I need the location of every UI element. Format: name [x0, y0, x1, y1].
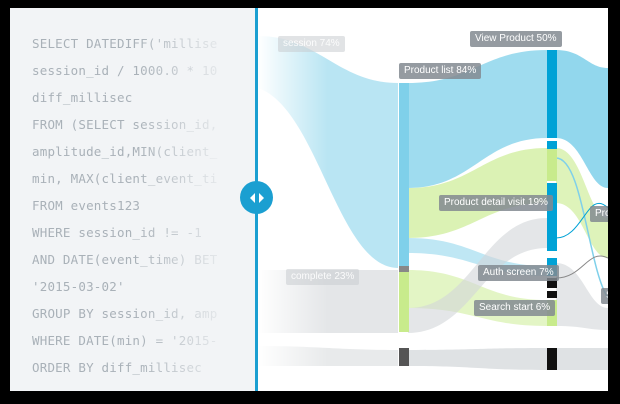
- flow-session-to-product-list: [258, 36, 398, 268]
- code-line: GROUP BY session_id, amp: [32, 306, 218, 321]
- node-label-search-start: Search start 6%: [474, 300, 556, 316]
- flow-product-list-to-product-detail: [408, 148, 547, 238]
- node-label-product-list: Product list 84%: [399, 63, 482, 79]
- sankey-diagram: [258, 36, 608, 370]
- flow-thin-line: [555, 202, 608, 239]
- code-line: session_id / 1000.0 * 10: [32, 63, 218, 78]
- node-bar-detail-blue: [547, 183, 557, 251]
- code-line: FROM (SELECT session_id,: [32, 117, 218, 132]
- sankey-pane: session 74% Product list 84% View Produc…: [258, 8, 608, 391]
- code-line: WHERE DATE(min) = '2015-: [32, 333, 218, 348]
- flow-lower-right: [556, 263, 608, 330]
- flow-bottom-to-bottom: [408, 348, 547, 370]
- left-right-arrows-icon: [249, 192, 264, 203]
- code-line: FROM events123: [32, 198, 141, 213]
- comparison-slider-handle[interactable]: [240, 181, 273, 214]
- node-bar-bottom-black: [547, 348, 557, 370]
- code-line: AND DATE(event_time) BET: [32, 252, 218, 267]
- code-line: diff_millisec: [32, 90, 133, 105]
- code-line: WHERE session_id != -1: [32, 225, 202, 240]
- node-label-auth-screen: Auth screen 7%: [478, 265, 559, 281]
- code-line: '2015-03-02': [32, 279, 125, 294]
- node-label-complete: complete 23%: [286, 269, 360, 285]
- node-label-s-partial: S: [601, 288, 608, 304]
- flow-view-product-right: [556, 50, 608, 188]
- flow-product-list-to-view-product: [408, 50, 547, 188]
- node-bar-auth-dark: [547, 278, 557, 288]
- code-line: SELECT DATEDIFF('millise: [32, 36, 218, 51]
- code-line: min, MAX(client_event_ti: [32, 171, 218, 186]
- node-bar-detail-green: [547, 149, 557, 181]
- flow-bottom-gray: [258, 346, 398, 366]
- node-bar-product-list: [399, 83, 409, 268]
- code-line: ORDER BY diff_millisec: [32, 360, 202, 375]
- node-label-session: session 74%: [278, 36, 345, 52]
- flow-thin-line: [555, 157, 608, 299]
- node-label-product-detail-visit: Product detail visit 19%: [439, 195, 553, 211]
- node-label-view-product: View Product 50%: [470, 31, 562, 47]
- node-bar-view-product: [547, 50, 557, 138]
- node-bar-view-product-2: [547, 141, 557, 149]
- flow-bottom-right: [556, 348, 608, 370]
- code-line: amplitude_id,MIN(client_: [32, 144, 218, 159]
- node-bar-search: [547, 291, 557, 298]
- node-bar-complete-green: [399, 272, 409, 332]
- node-bar-bottom-dark: [399, 348, 409, 366]
- sql-code-pane: SELECT DATEDIFF('millise session_id / 10…: [10, 8, 256, 391]
- node-bar-complete-gray: [399, 266, 409, 272]
- flow-complete-to-detail: [408, 218, 547, 333]
- node-label-produ-partial: Produ: [590, 206, 608, 222]
- flow-thin-line: [555, 255, 608, 279]
- comparison-frame: SELECT DATEDIFF('millise session_id / 10…: [10, 8, 608, 391]
